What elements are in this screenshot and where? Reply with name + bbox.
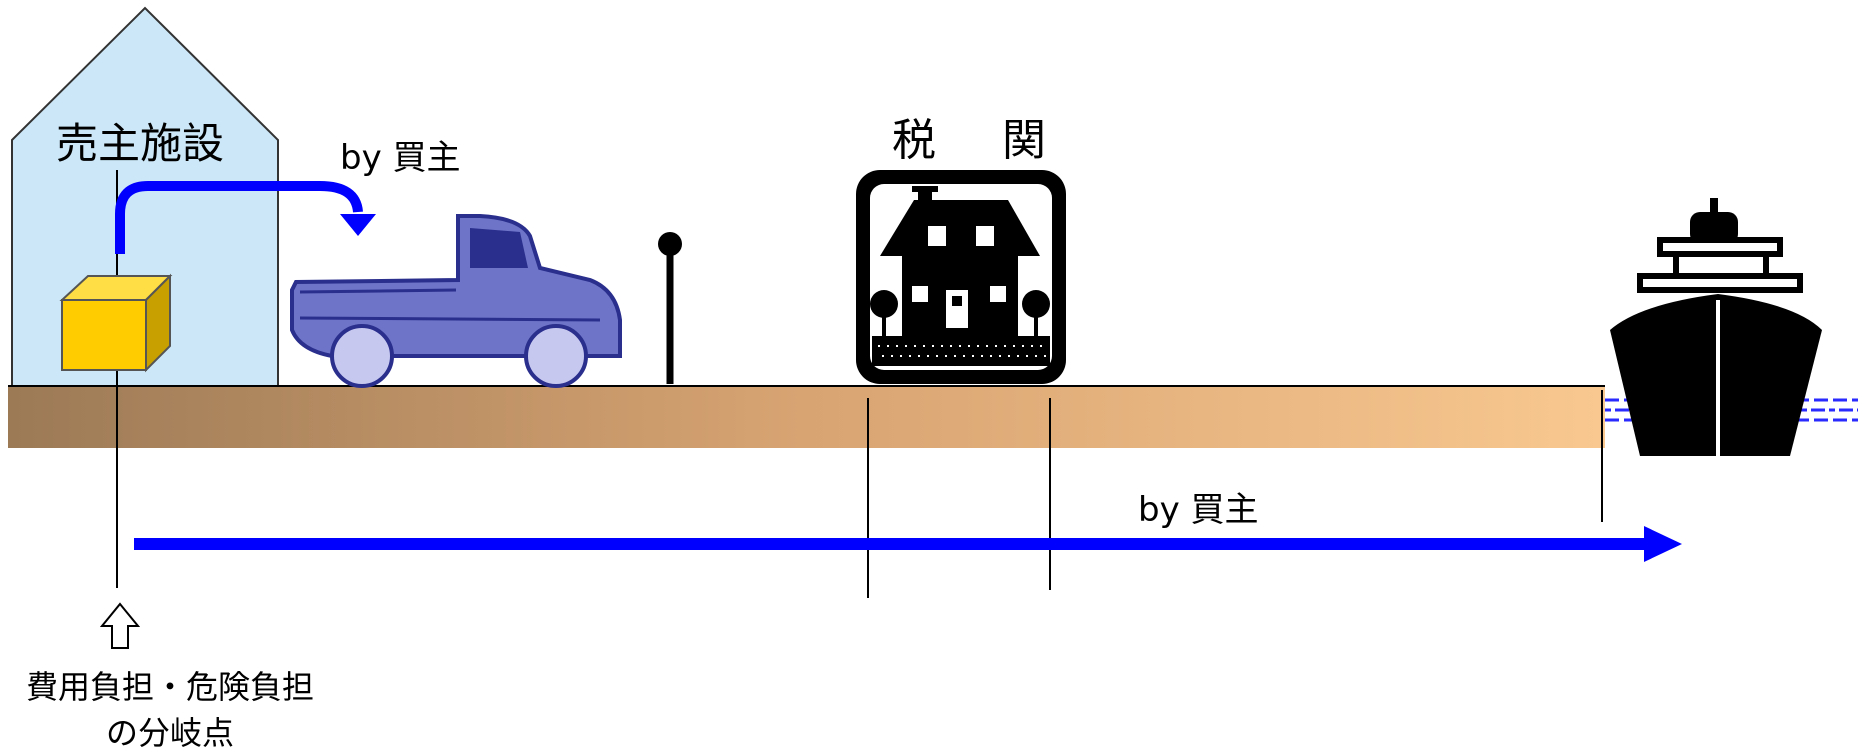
- split-point-label: 費用負担・危険負担 の分岐点: [0, 664, 340, 756]
- up-arrow-icon: [99, 602, 141, 649]
- by-buyer-loading-label: by 買主: [340, 138, 461, 178]
- split-point-line1: 費用負担・危険負担: [25, 668, 314, 706]
- split-point-line2: の分岐点: [105, 714, 234, 752]
- loading-arrow: [115, 181, 376, 254]
- by-buyer-transport-label: by 買主: [1138, 490, 1259, 530]
- ship-icon: [1610, 198, 1822, 456]
- customs-house-icon: [856, 170, 1066, 384]
- pole-icon: [658, 232, 682, 384]
- transport-arrow: [134, 526, 1682, 562]
- seller-facility-label: 売主施設: [56, 119, 225, 168]
- customs-label: 税 関: [892, 115, 1072, 166]
- cargo-box-icon: [59, 273, 173, 373]
- ground-strip: [8, 385, 1605, 448]
- pickup-truck-icon: [290, 214, 622, 388]
